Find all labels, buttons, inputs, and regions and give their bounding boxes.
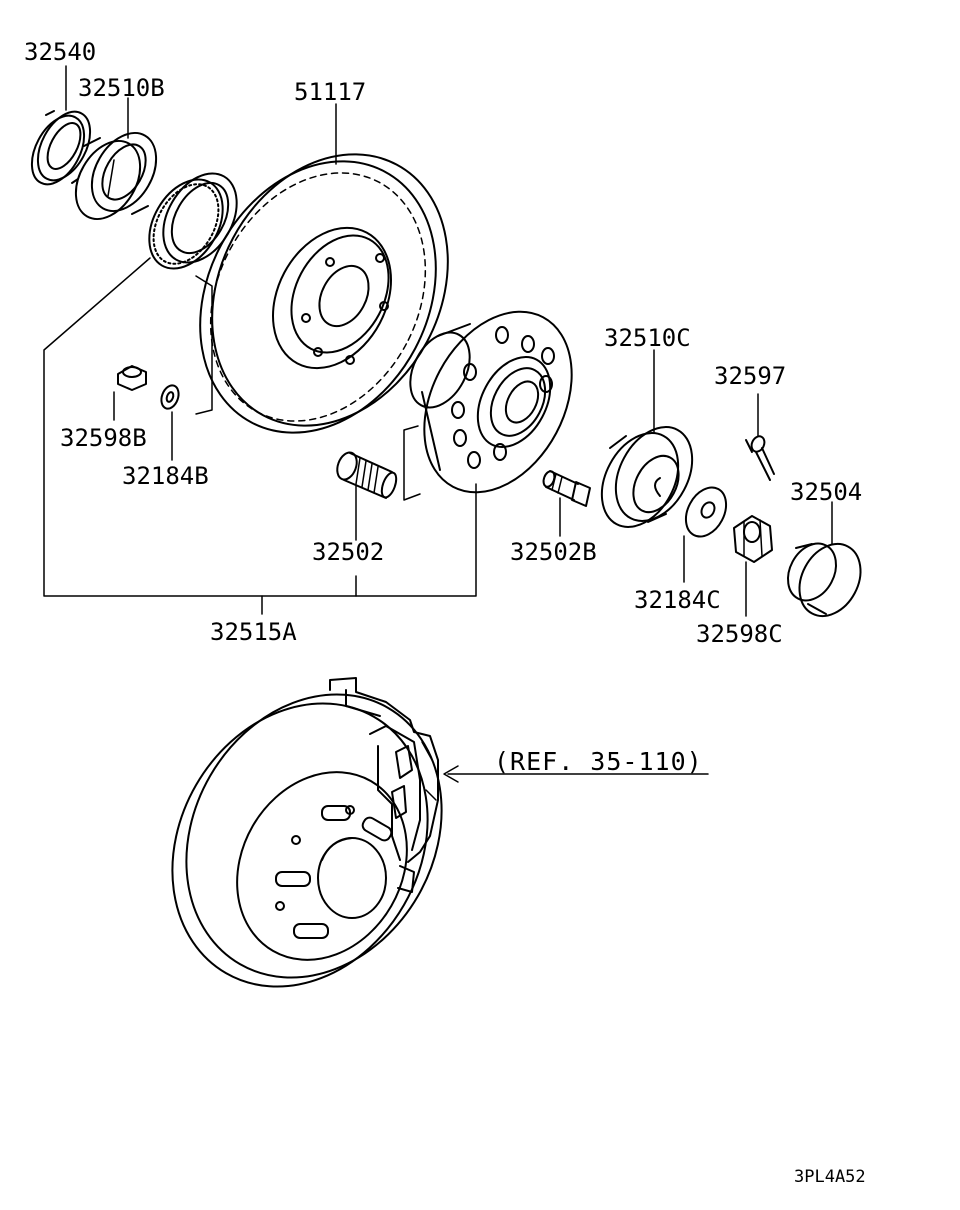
part-label-32504: 32504 [790, 478, 862, 506]
part-label-32515A: 32515A [210, 618, 297, 646]
part-label-32184B: 32184B [122, 462, 209, 490]
front-hub-part [409, 310, 573, 494]
part-label-32597: 32597 [714, 362, 786, 390]
castle-nut-part [733, 515, 773, 563]
part-label-32184C: 32184C [634, 586, 721, 614]
reference-label: (REF. 35-110) [494, 747, 703, 776]
part-label-32598B: 32598B [60, 424, 147, 452]
grease-cap-part [787, 542, 862, 618]
hub-bolt-part [542, 470, 591, 507]
group-bracket-left [195, 275, 213, 415]
outer-bearing-part [600, 426, 694, 528]
part-label-32502: 32502 [312, 538, 384, 566]
part-label-51117: 51117 [294, 78, 366, 106]
assembled-brake-view [171, 677, 443, 988]
drawing-code: 3PL4A52 [794, 1167, 866, 1187]
washer-large-part [684, 486, 728, 538]
part-label-32510B: 32510B [78, 74, 165, 102]
hub-nut-small-part [117, 365, 147, 391]
cotter-pin-part [745, 435, 775, 481]
part-label-32598C: 32598C [696, 620, 783, 648]
reference-arrowhead [443, 765, 459, 783]
group-bracket-right [403, 425, 421, 501]
part-label-32540: 32540 [24, 38, 96, 66]
oil-seal-part [30, 110, 92, 186]
brake-disc-part [199, 153, 449, 434]
wheel-stud-part [336, 451, 398, 499]
inner-bearing-part [74, 132, 158, 220]
part-label-32510C: 32510C [604, 324, 691, 352]
washer-small-part [160, 384, 180, 410]
part-label-32502B: 32502B [510, 538, 597, 566]
assembly-bracket-32515A [43, 257, 477, 597]
